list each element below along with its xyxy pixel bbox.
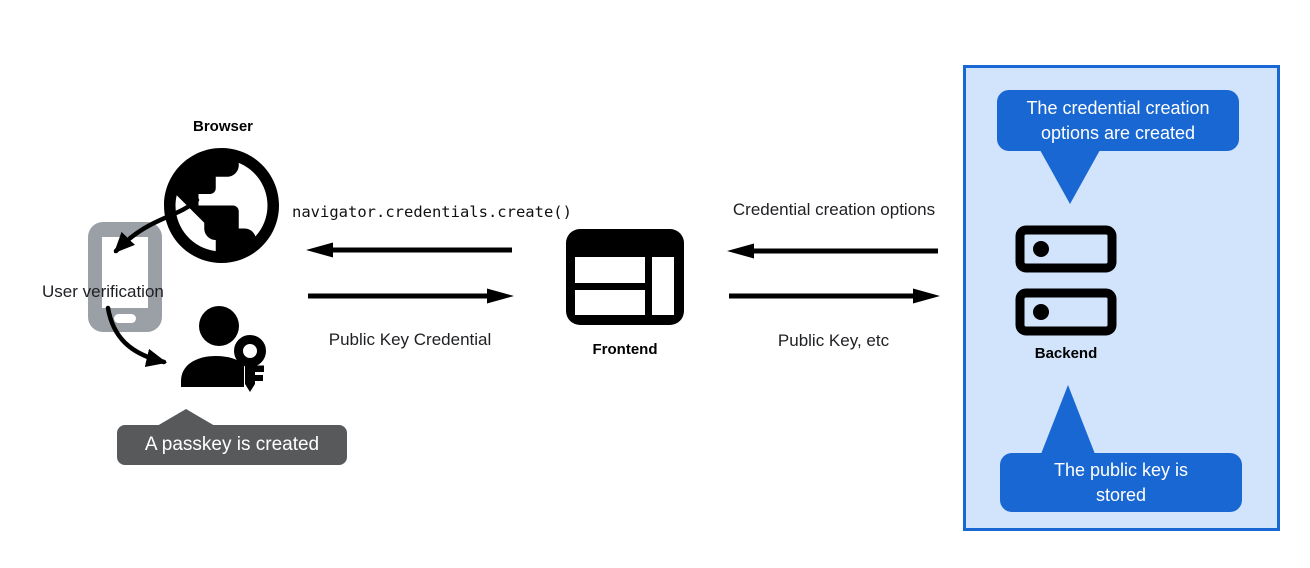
public-key-stored-callout: The public key is stored [1000,453,1242,512]
arrow-globe-to-phone [113,197,200,254]
passkey-created-text: A passkey is created [144,434,320,455]
smartphone-icon [88,222,162,332]
arrow-phone-to-user [105,305,168,368]
credential-creation-options-label: Credential creation options [732,200,936,219]
arrow-frontend-to-browser [306,242,512,258]
frontend-node-label: Frontend [592,341,658,358]
server-stack-icon [1015,225,1117,336]
options-created-callout-tail [1040,150,1100,204]
passkey-tooltip-tail [157,409,215,426]
browser-window-icon [566,229,684,325]
passkey-created-callout: A passkey is created [117,425,347,465]
options-created-text: The credential creation options are crea… [1026,98,1210,143]
browser-node-label: Browser [192,118,254,135]
user-verification-label: User verification [42,282,164,301]
backend-node-label: Backend [1034,345,1098,362]
backend-panel: The credential creation options are crea… [963,65,1280,531]
public-key-etc-label: Public Key, etc [777,331,890,350]
arrow-frontend-to-backend [729,288,940,304]
options-created-callout: The credential creation options are crea… [997,90,1239,151]
user-with-key-icon [181,306,266,392]
arrow-backend-to-frontend [727,243,938,259]
public-key-credential-label: Public Key Credential [328,330,492,349]
globe-icon [164,148,279,263]
create-call-label: navigator.credentials.create() [292,203,572,221]
arrow-browser-to-frontend [308,288,514,304]
public-key-stored-text: The public key is stored [1053,460,1189,505]
public-key-stored-callout-tail [1041,385,1095,454]
